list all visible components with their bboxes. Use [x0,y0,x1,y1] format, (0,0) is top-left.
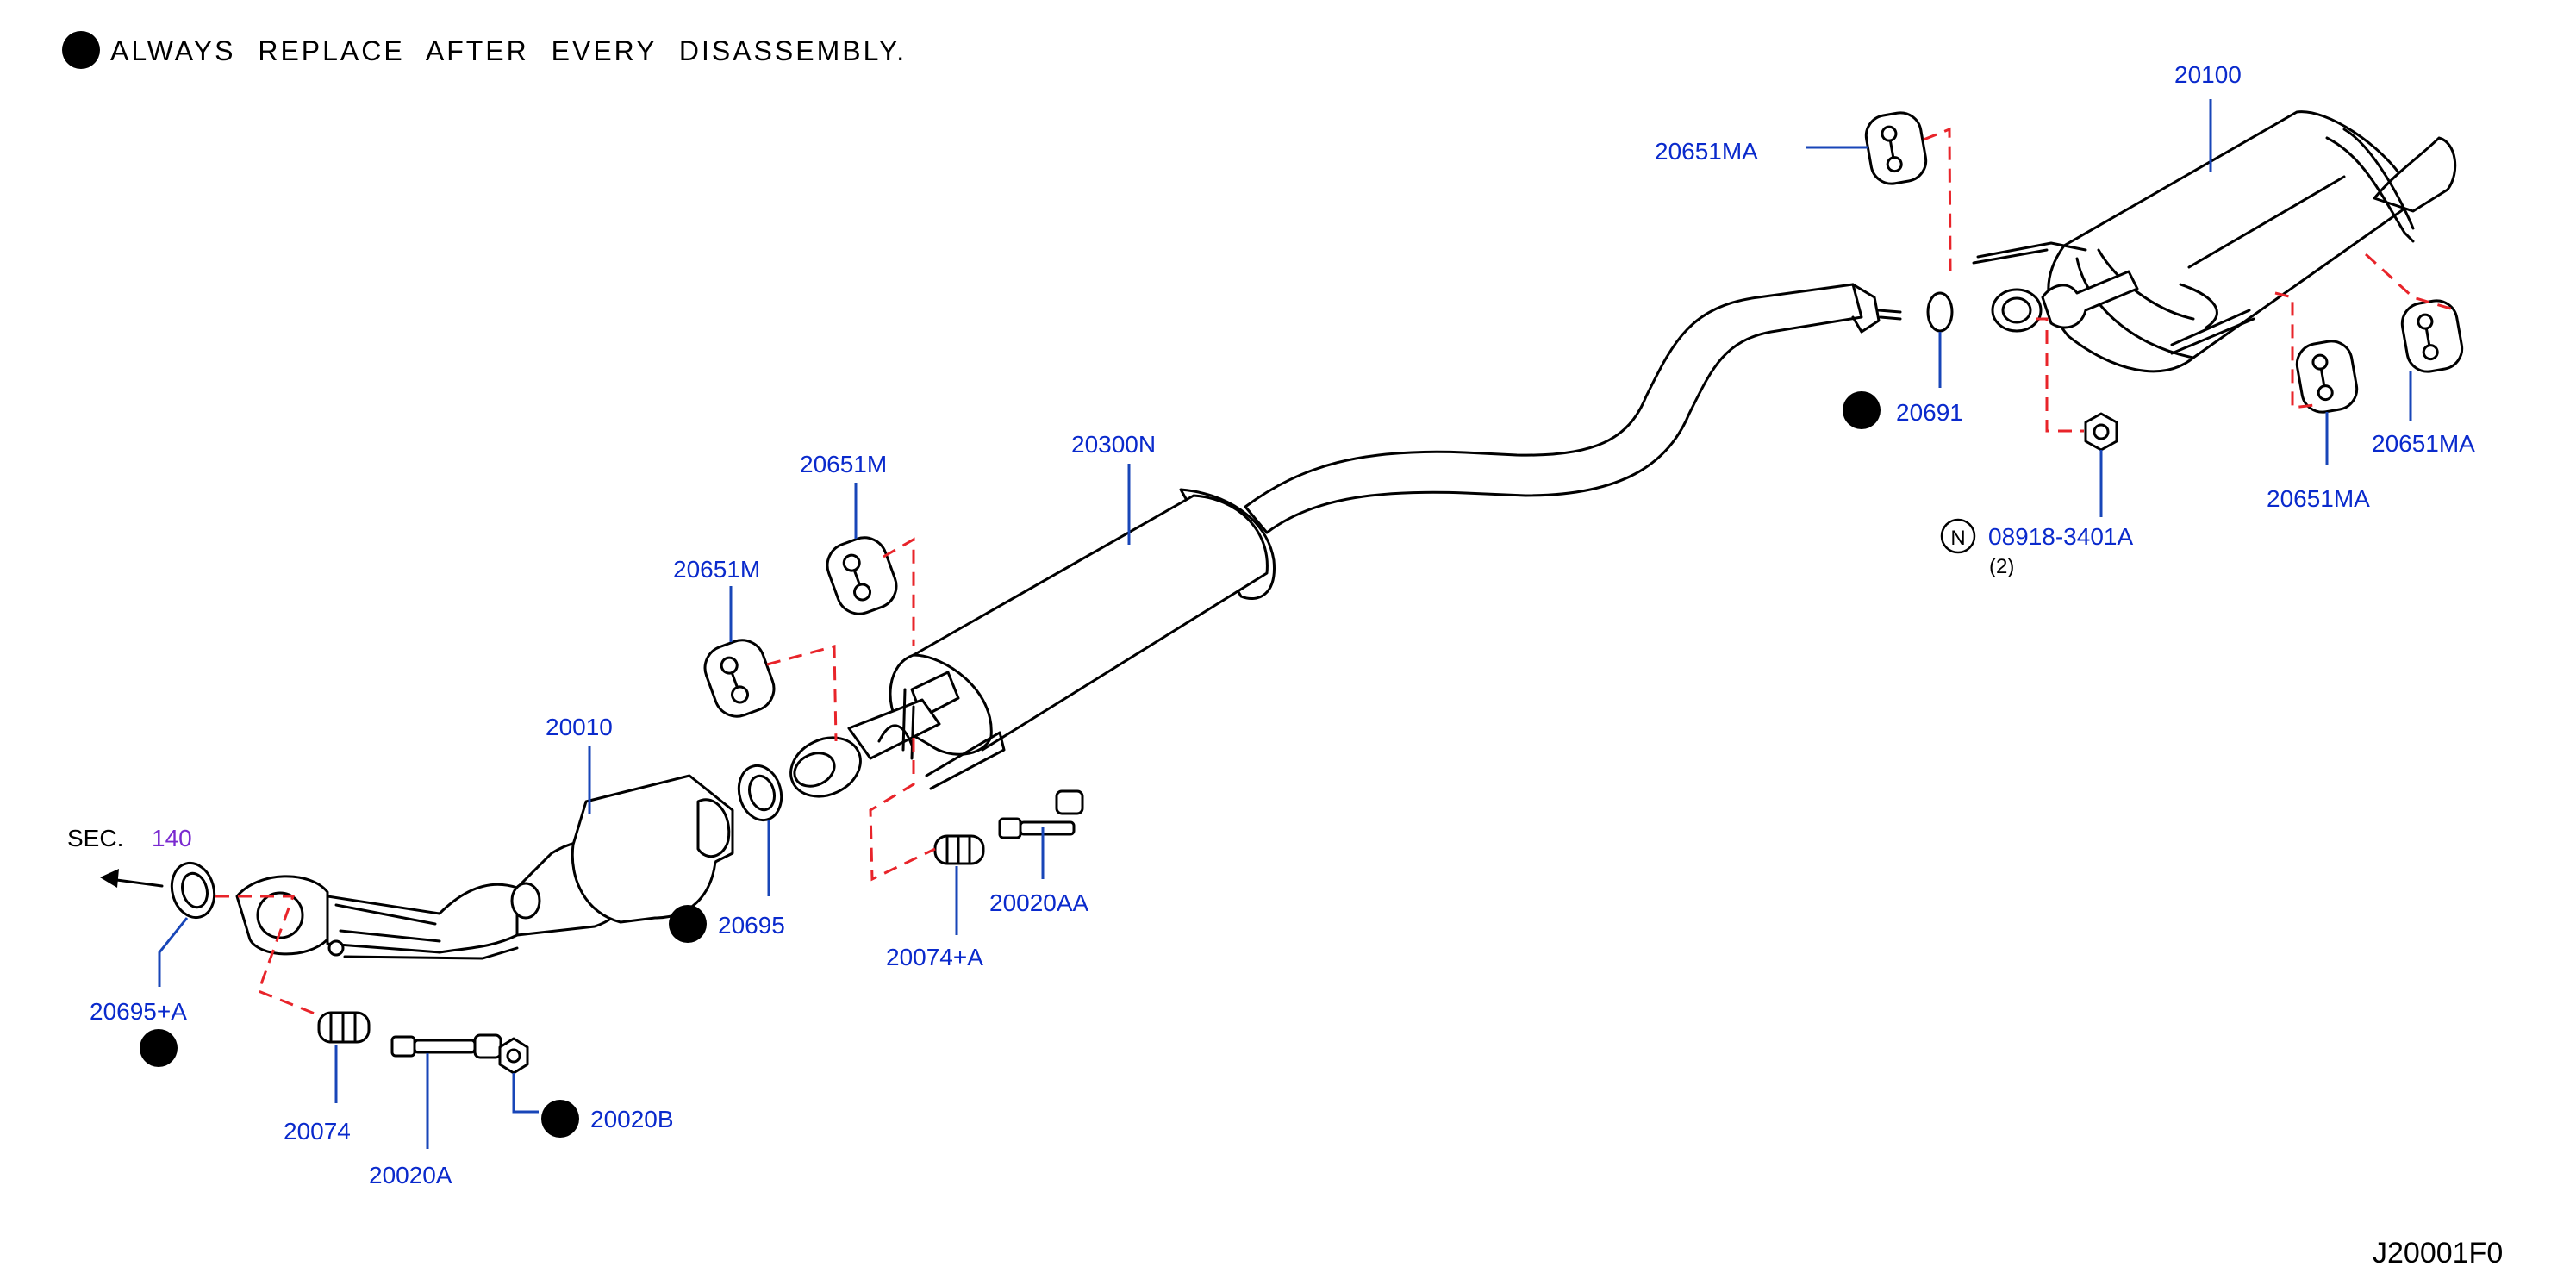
label-20651M-upper: 20651M [800,451,887,477]
label-20651MA-top: 20651MA [1655,138,1758,165]
mount-20651MA-top [1864,111,1928,185]
label-20020A: 20020A [369,1162,452,1189]
n-symbol-icon: N [1940,518,1976,554]
label-20695-A: 20695+A [90,998,187,1025]
label-20074-A: 20074+A [886,944,983,970]
section-arrow [100,869,164,888]
label-20695: 20695 [718,912,785,939]
dashed-connection-lines [215,127,2457,1017]
label-20010: 20010 [546,714,613,740]
section-prefix: SEC. [67,825,123,852]
bolt-20020AA [998,789,1084,839]
mount-20651MA-right1 [2295,340,2359,414]
svg-text:N: N [1950,527,1965,550]
x-mark-icon [62,31,100,69]
label-20300N: 20300N [1071,431,1156,458]
label-20651MA-right2: 20651MA [2372,430,2475,457]
label-20020AA: 20020AA [989,889,1089,916]
nut-08918-3401A [2084,412,2118,452]
section-number: 140 [152,825,192,852]
gasket-20691 [1926,291,1954,333]
gasket-20695-A [170,861,216,920]
leader-lines [158,99,2412,1149]
label-20651MA-right1: 20651MA [2267,485,2370,512]
rear-muffler-20100 [1972,110,2457,373]
label-20100: 20100 [2174,61,2242,88]
spring-20074 [317,1011,371,1044]
x-mark-icon [1843,391,1881,429]
x-mark-icon [541,1100,579,1138]
mount-20651M-lower [703,639,776,718]
catalytic-converter-20010 [235,774,734,960]
x-mark-icon [140,1029,178,1067]
bolt-20020A [390,1033,502,1059]
label-08918-3401A: 08918-3401A [1988,523,2133,550]
diagram-code: J20001F0 [2373,1237,2503,1270]
mount-20651MA-right2 [2400,299,2464,373]
label-20651M-lower: 20651M [673,556,760,583]
center-pipe-20300N [789,283,1902,798]
x-mark-icon [669,905,707,943]
label-20074: 20074 [284,1118,351,1145]
label-20020B: 20020B [590,1106,674,1132]
gasket-20695 [737,764,783,822]
label-20691: 20691 [1896,399,1963,426]
notice-text: ALWAYS REPLACE AFTER EVERY DISASSEMBLY. [110,35,907,66]
spring-20074-A [933,834,985,865]
label-08918-qty: (2) [1989,555,2014,578]
nut-20020B [498,1037,529,1075]
mount-20651M-upper [826,536,898,615]
